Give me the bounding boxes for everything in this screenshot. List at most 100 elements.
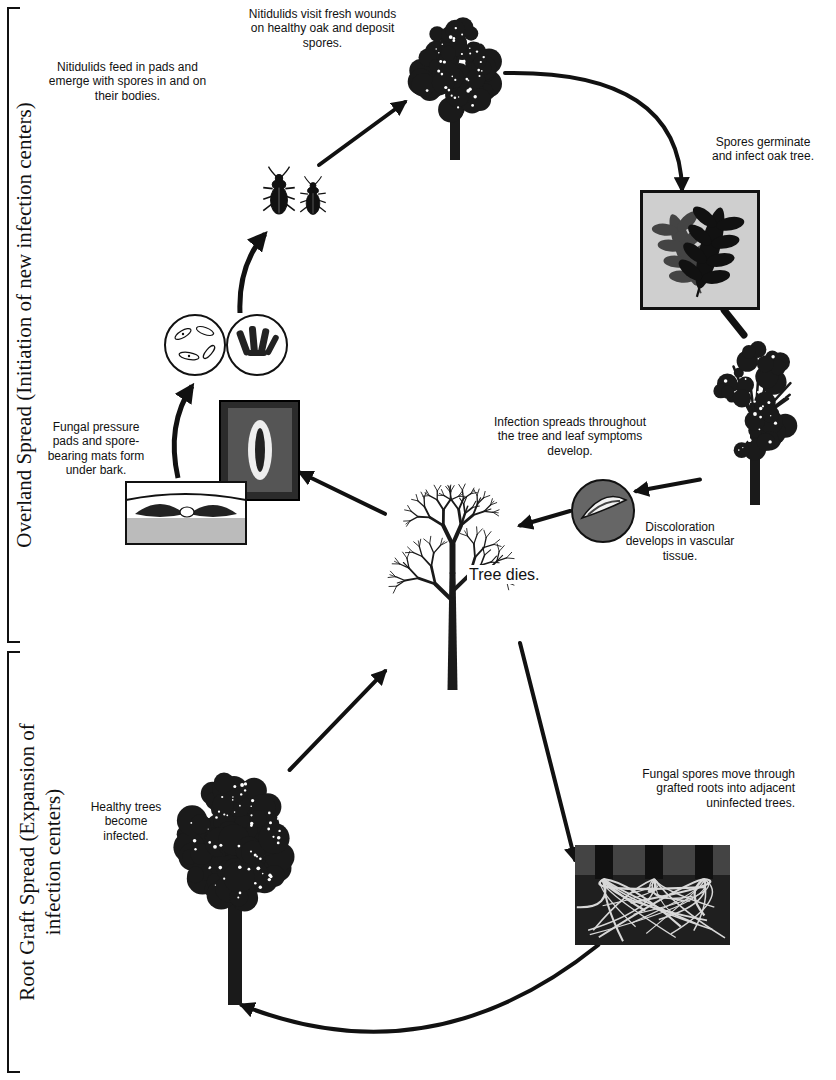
dead-oak: [397, 581, 405, 584]
oak-tree: [449, 35, 453, 39]
dead-oak: [408, 547, 413, 552]
dead-oak: [435, 584, 452, 601]
dead-oak: [464, 497, 467, 504]
oak-tree: [439, 60, 442, 63]
oak-tree: [461, 53, 463, 55]
cycle-arrow: [505, 73, 682, 190]
oak-tree: [457, 106, 459, 108]
wilting-oak: [721, 386, 734, 399]
oak-tree: [463, 61, 465, 63]
healthy-oak: [239, 805, 241, 807]
healthy-oak: [208, 828, 209, 829]
healthy-oak: [209, 866, 211, 868]
dead-oak: [493, 512, 498, 514]
dead-oak: [474, 544, 475, 558]
oak-tree: [412, 73, 436, 97]
cycle-arrow: [240, 234, 265, 313]
dead-oak: [483, 547, 485, 555]
healthy-oak: [238, 865, 242, 869]
stage-caption: Discoloration develops in vascular tissu…: [625, 520, 735, 563]
dead-oak: [493, 510, 499, 513]
healthy-oak: [277, 836, 281, 840]
healthy-oak: [256, 855, 258, 857]
healthy-oak: [215, 884, 216, 885]
grafted-roots: [627, 879, 654, 894]
dead-oak: [431, 553, 433, 566]
healthy-oak: [214, 772, 234, 792]
dead-oak: [477, 489, 479, 495]
oak-tree: [441, 97, 444, 100]
leaf-closeup: [715, 215, 745, 233]
dead-oak: [477, 498, 480, 504]
nitidulid-beetles: [310, 183, 316, 189]
healthy-oak: [232, 796, 234, 798]
wilting-oak: [734, 442, 750, 458]
dead-oak: [485, 550, 491, 555]
oak-tree: [405, 15, 505, 160]
leaf-closeup: [696, 286, 701, 297]
dead-oak: [419, 547, 422, 557]
dead-oak: [450, 545, 456, 573]
dead-oak: [418, 541, 419, 547]
healthy-oak: [272, 836, 274, 838]
healthy-oak: [268, 878, 271, 881]
healthy-oak: [250, 850, 252, 852]
wilting-oak: [748, 438, 752, 442]
healthy-oak: [259, 886, 262, 889]
grafted-roots: [654, 879, 714, 907]
dead-oak: [461, 513, 465, 525]
healthy-oak: [240, 793, 242, 795]
oak-tree: [458, 96, 459, 97]
dead-oak: [468, 536, 474, 544]
dead-oak: [390, 575, 396, 577]
leaf-closeup: Spores germinate and infect oak tree.: [640, 190, 760, 310]
nitidulid-beetles: [263, 188, 272, 189]
grafted-roots: Fungal spores move through grafted roots…: [575, 845, 730, 945]
fungal-mat: [126, 482, 246, 544]
dead-oak: [393, 586, 396, 593]
wilting-oak: [771, 355, 774, 358]
healthy-oak: [221, 796, 223, 798]
oak-tree: [429, 60, 441, 72]
spore-circles: [227, 315, 287, 375]
vascular-closeup: [582, 497, 626, 518]
fungal-mat: [126, 494, 246, 500]
oak-tree: [476, 50, 478, 52]
dead-oak: [414, 542, 420, 547]
spore-circles: [165, 315, 287, 375]
dead-oak: [458, 494, 463, 497]
healthy-oak: [190, 822, 192, 824]
grafted-roots: [575, 845, 730, 945]
healthy-oak: [278, 830, 280, 832]
dead-oak: [439, 493, 444, 495]
stage-caption: Healthy trees become infected.: [90, 800, 162, 843]
leaf-closeup: [710, 233, 740, 251]
healthy-oak: [187, 867, 204, 884]
dead-oak: [484, 491, 486, 497]
grafted-roots: [645, 845, 663, 879]
dead-oak: [434, 546, 441, 554]
fungal-mat: [125, 400, 300, 545]
stage-caption: Nitidulids visit fresh wounds on healthy…: [245, 7, 400, 50]
dead-oak: [462, 490, 463, 499]
fungal-mat: [255, 428, 265, 472]
healthy-oak: [269, 821, 272, 824]
healthy-oak: [251, 799, 254, 802]
dead-oak: [390, 571, 395, 577]
dead-oak: [484, 509, 491, 511]
dead-oak: [451, 486, 454, 492]
healthy-oak: Healthy trees become infected.: [170, 770, 300, 1005]
oak-tree: [455, 27, 457, 29]
wilting-oak: [759, 428, 761, 430]
dead-oak: [484, 544, 494, 547]
stage-caption: Tree dies.: [467, 565, 542, 584]
spore-circles: [182, 333, 184, 335]
nitidulid-beetles: Nitidulids feed in pads and emerge with …: [255, 165, 335, 225]
stage-caption: Spores germinate and infect oak tree.: [708, 135, 818, 164]
dead-oak: [465, 531, 468, 536]
oak-tree: [481, 70, 483, 72]
wilting-oak: [754, 400, 756, 402]
wilting-oak: [733, 389, 751, 407]
healthy-oak: [248, 868, 251, 871]
